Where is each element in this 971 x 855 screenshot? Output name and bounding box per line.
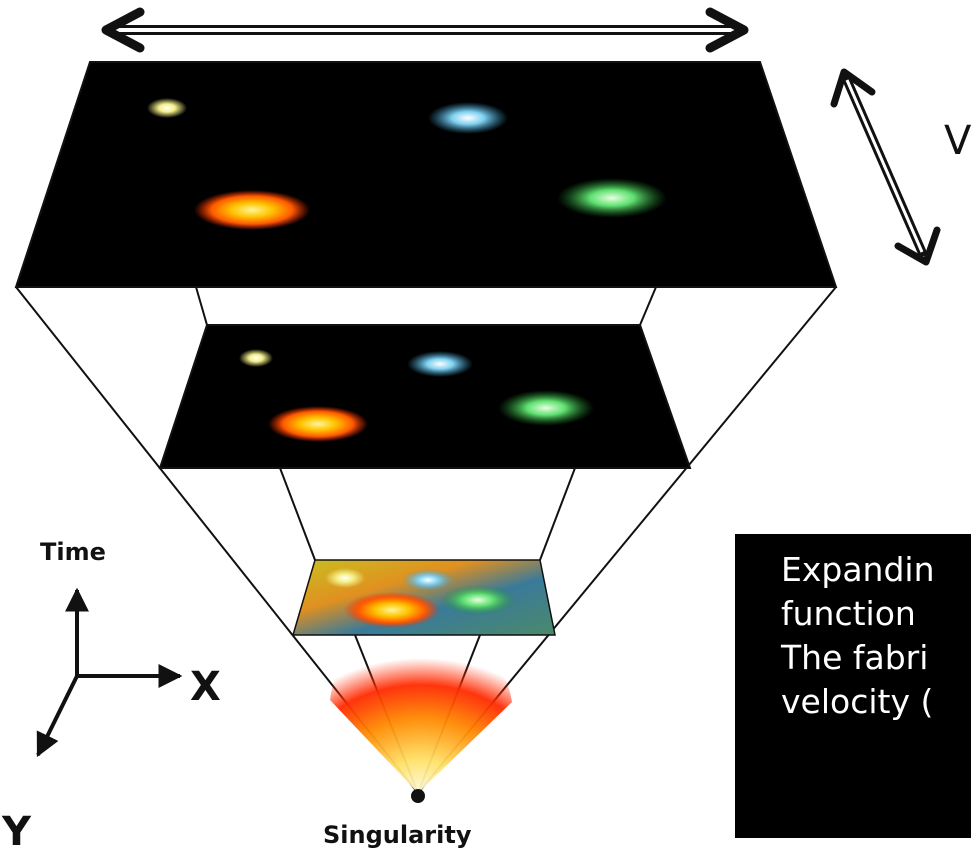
galaxies-early: [325, 568, 516, 628]
yellow-galaxy: [147, 98, 187, 118]
blue-galaxy: [407, 351, 473, 377]
galaxies-present: [147, 98, 667, 230]
orange-galaxy: [344, 592, 440, 628]
caption-box: Expandin function The fabri velocity (: [735, 534, 971, 838]
time-axis-label: Time: [40, 538, 106, 566]
caption-line: function: [781, 594, 916, 633]
green-galaxy: [498, 390, 594, 426]
y-axis-label: Y: [1, 809, 32, 855]
blue-galaxy: [428, 102, 508, 134]
caption-line: The fabri: [781, 638, 929, 677]
yellow-galaxy: [325, 568, 365, 588]
fireball: [330, 643, 512, 793]
orange-galaxy: [194, 190, 310, 230]
green-galaxy: [557, 178, 667, 218]
slab-past: [158, 324, 692, 469]
orange-galaxy: [268, 406, 368, 442]
x-axis-label: X: [190, 664, 221, 710]
blue-galaxy: [402, 569, 454, 591]
green-galaxy: [440, 585, 516, 615]
width-double-arrow: [101, 7, 749, 53]
caption-line: Expandin: [781, 550, 935, 589]
yellow-galaxy: [239, 349, 273, 367]
singularity-label: Singularity: [323, 821, 472, 849]
caption-line: velocity (: [781, 682, 934, 721]
velocity-double-arrow: [830, 68, 941, 266]
slab-present: [14, 61, 838, 288]
galaxies-past: [239, 349, 594, 442]
velocity-label: V: [944, 118, 971, 164]
singularity-point: [411, 789, 425, 803]
coordinate-axes: [36, 587, 183, 758]
